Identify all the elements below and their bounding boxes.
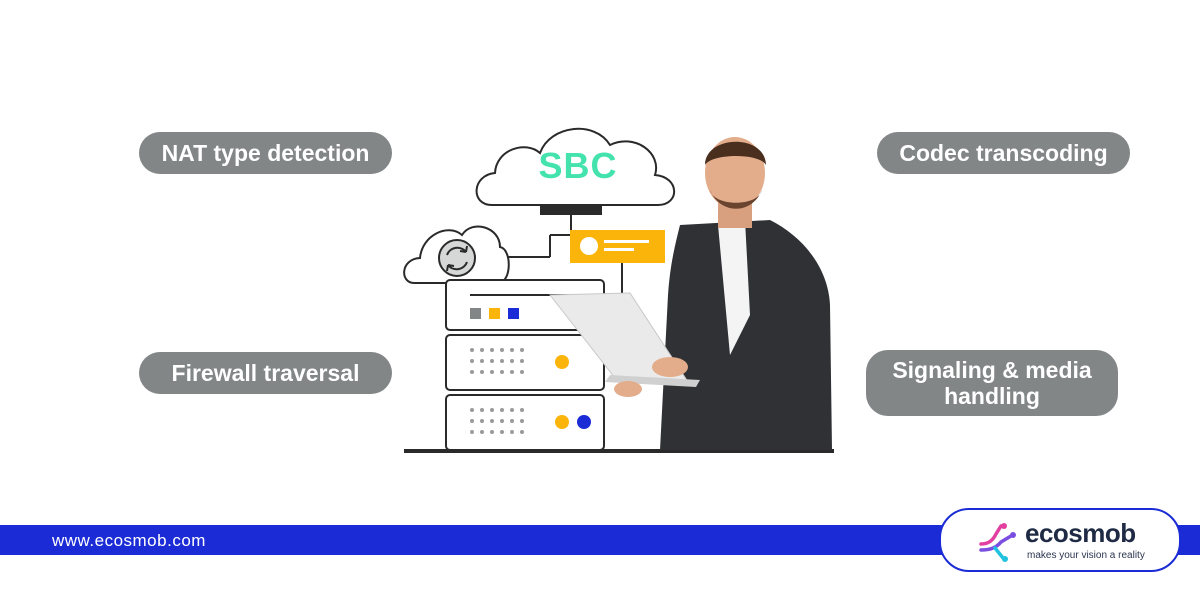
- feature-signaling-media-handling: Signaling & media handling: [866, 350, 1118, 416]
- feature-nat-type-detection: NAT type detection: [139, 132, 392, 174]
- brand-name: ecosmob: [1025, 518, 1136, 548]
- ecosmob-logo-icon: [979, 523, 1016, 562]
- feature-firewall-traversal: Firewall traversal: [139, 352, 392, 394]
- sync-icon: [438, 239, 476, 277]
- cloud-icon: [475, 127, 676, 206]
- businessman-figure: [548, 137, 832, 450]
- brand-logo: ecosmob makes your vision a reality: [939, 508, 1181, 572]
- feature-codec-transcoding: Codec transcoding: [877, 132, 1130, 174]
- server-illustration: [403, 127, 834, 453]
- brand-tagline: makes your vision a reality: [1027, 550, 1145, 561]
- sbc-label: SBC: [538, 145, 618, 186]
- server-rack-icon: [445, 279, 605, 451]
- website-link[interactable]: www.ecosmob.com: [52, 531, 206, 550]
